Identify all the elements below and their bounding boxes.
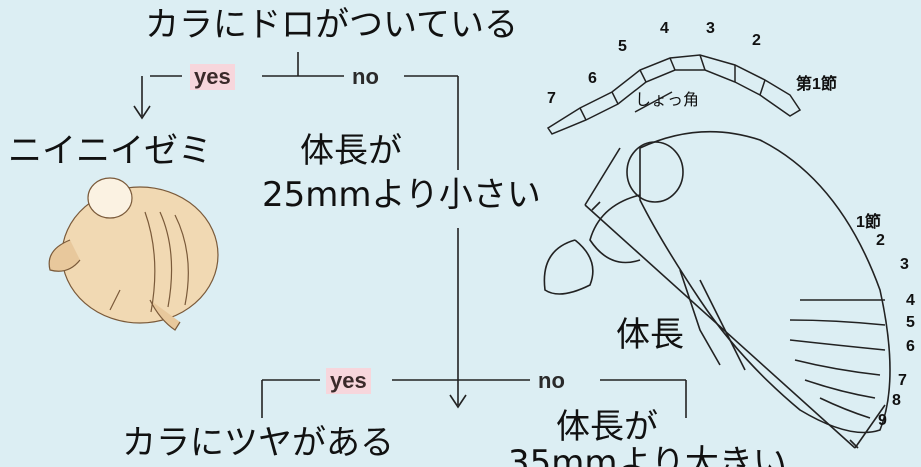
body-seg-5: 5 <box>906 314 915 331</box>
result-niinii-zemi: ニイニイゼミ <box>8 131 212 171</box>
body-seg-2: 2 <box>876 232 885 249</box>
antenna-seg-4: 4 <box>660 20 669 37</box>
nymph-illustration <box>48 177 219 331</box>
body-seg-9: 9 <box>878 412 887 429</box>
body-seg-3: 3 <box>900 256 909 273</box>
result-gloss: カラにツヤがある <box>122 423 394 463</box>
antenna-label: しょっ角 <box>635 90 700 109</box>
no-label-2: no <box>538 368 565 393</box>
antenna-seg-6: 6 <box>588 70 597 87</box>
antenna-seg-2: 2 <box>752 32 761 49</box>
antenna-seg-7: 7 <box>547 90 556 107</box>
yes-label-1: yes <box>190 64 235 90</box>
body-seg-6: 6 <box>906 338 915 355</box>
yes-arrow <box>133 105 151 120</box>
body-seg-1: 1節 <box>856 214 881 231</box>
question-length-line2: 25mmより小さい <box>262 175 541 215</box>
no-label-1: no <box>352 64 379 89</box>
first-segment-label: 第1節 <box>796 76 837 93</box>
antenna-seg-3: 3 <box>706 20 715 37</box>
body-length-label: 体長 <box>616 315 684 355</box>
body-seg-4: 4 <box>906 292 915 309</box>
yes-label-2: yes <box>326 368 371 394</box>
antenna-illustration <box>546 54 802 135</box>
q2-arrow <box>449 394 467 409</box>
cicada-illustration <box>543 130 891 449</box>
root-question: カラにドロがついている <box>145 5 518 45</box>
antenna-seg-5: 5 <box>618 38 627 55</box>
question2-length-line1: 体長が <box>556 407 658 447</box>
body-seg-8: 8 <box>892 392 901 409</box>
body-seg-7: 7 <box>898 372 907 389</box>
question2-length-line2: 35mmより大きい <box>508 443 787 467</box>
question-length-line1: 体長が <box>300 131 402 171</box>
